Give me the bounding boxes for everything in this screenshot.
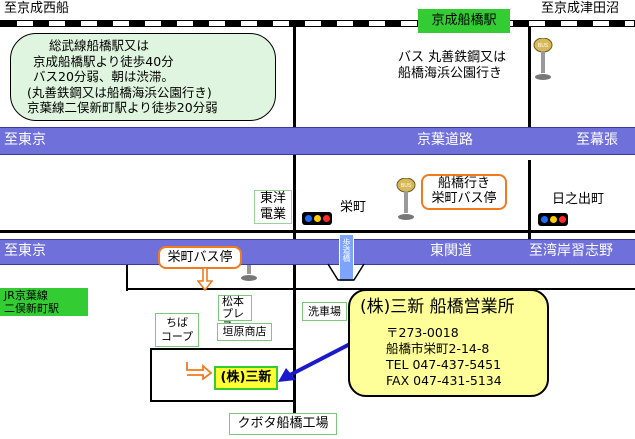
company-callout: (株)三新 船橋営業所 〒273-0018 船橋市栄町2-14-8 TEL 04… (348, 289, 549, 397)
hinode-label: 日之出町 (552, 192, 605, 207)
svg-text:BUS: BUS (538, 43, 548, 49)
keiyo-road (0, 127, 635, 155)
sakaecho-label: 栄町 (340, 200, 367, 215)
road-vertical-right (528, 27, 531, 127)
road-horizontal-4 (150, 400, 295, 402)
jr-futamata-station: JR京葉線 二俣新町駅 (0, 288, 88, 316)
footbridge (339, 234, 354, 282)
road-vertical-center (293, 27, 296, 427)
jr-station-line: JR京葉線 (4, 289, 48, 302)
toyo-denko-label: 東洋 電業 (254, 190, 292, 224)
keiyo-road-right: 至幕張 (576, 132, 618, 148)
road-vertical-left (126, 259, 128, 291)
keisei-funabashi-station: 京成船橋駅 (418, 9, 510, 33)
footbridge-label: 歩道橋 (342, 238, 351, 262)
bus-stop-icon: BUS (533, 38, 553, 80)
bus-stop-funabashi: 船橋行き 栄町バス停 (421, 174, 507, 210)
railway-line (0, 20, 635, 27)
access-note-line: (丸善鉄鋼又は船橋海浜公園行き) (27, 84, 212, 100)
carwash-label: 洗車場 (302, 302, 347, 321)
keiyo-road-left: 至東京 (4, 132, 46, 148)
access-note-line: バス20分弱、朝は渋滞。 (33, 69, 174, 84)
keiyo-road-name: 京葉道路 (417, 132, 473, 148)
company-address: 船橋市栄町2-14-8 (386, 341, 490, 356)
sanshin-location: (株)三新 (214, 366, 278, 390)
kanto-road-right: 至湾岸習志野 (529, 243, 613, 259)
pointer-arrow-icon (278, 342, 351, 382)
jr-station-line: 二俣新町駅 (4, 302, 59, 315)
bus-stop-sakaecho: 栄町バス停 (158, 246, 242, 269)
kanto-road-left: 至東京 (4, 243, 46, 259)
matsumoto-line: 松本 (222, 295, 244, 308)
kubota-factory-label: クボタ船橋工場 (229, 413, 337, 435)
bus-note-line: 船橋海浜公園行き (398, 66, 503, 81)
company-tel: TEL 047-437-5451 (386, 357, 502, 372)
bus-note: バス 丸善鉄鋼又は 船橋海浜公園行き (398, 50, 506, 82)
traffic-signal-icon (538, 213, 568, 226)
bus-note-line: バス 丸善鉄鋼又は (398, 50, 507, 65)
traffic-signal-icon (302, 212, 332, 225)
direction-keisei-nishifuna: 至京成西船 (4, 1, 70, 16)
chiba-coop-line: コープ (160, 330, 194, 343)
access-note-line: 京葉線二俣新町駅より徒歩20分弱 (27, 100, 218, 115)
company-postal: 〒273-0018 (386, 325, 459, 340)
company-fax: FAX 047-431-5134 (386, 373, 502, 388)
road-horizontal-1 (0, 230, 635, 233)
road-vertical-right-lower (528, 160, 531, 240)
arrow-right-icon (186, 362, 213, 380)
matsumoto-press-label: 松本 プレス (218, 295, 252, 332)
toyo-denko-line: 東洋 (259, 191, 286, 206)
access-note: 総武線船橋駅又は 京成船橋駅より徒歩40分 バス20分弱、朝は渋滞。 (丸善鉄鋼… (10, 33, 276, 121)
chiba-coop-line: ちば (166, 316, 188, 329)
company-name: (株)三新 船橋営業所 (360, 297, 515, 317)
access-note-line: 総武線船橋駅又は (49, 38, 150, 53)
higashi-kanto-road (0, 239, 635, 265)
road-vertical-block (150, 348, 152, 402)
kanto-road-name: 東関道 (430, 243, 472, 259)
access-note-line: 京成船橋駅より徒歩40分 (33, 53, 174, 69)
toyo-denko-line: 電業 (259, 207, 286, 222)
road-horizontal-3 (150, 348, 295, 350)
bus-stop-funabashi-line: 栄町バス停 (431, 191, 497, 206)
bus-stop-icon: BUS (396, 178, 416, 220)
svg-text:BUS: BUS (401, 183, 411, 189)
kakihara-shop-label: 垣原商店 (217, 323, 272, 341)
arrow-down-icon (197, 267, 213, 291)
footbridge-stairs-icon (327, 263, 365, 281)
chiba-coop-label: ちば コープ (155, 313, 199, 347)
direction-keisei-tsudanuma: 至京成津田沼 (541, 1, 620, 16)
bus-stop-funabashi-line: 船橋行き (437, 176, 490, 191)
